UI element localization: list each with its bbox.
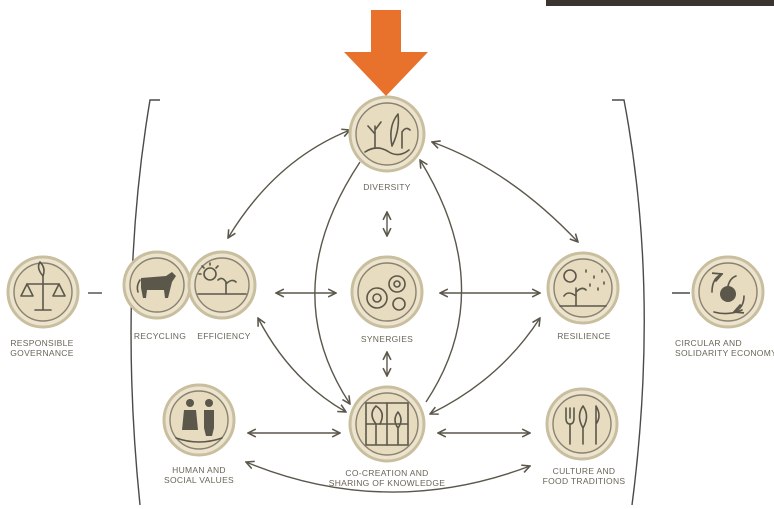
people-icon	[175, 399, 223, 443]
node-label-line: CIRCULAR AND	[675, 338, 742, 348]
node-label: SYNERGIES	[361, 334, 413, 344]
node-recycling: RECYCLING	[122, 250, 192, 341]
node-label-line: HUMAN AND	[172, 465, 226, 475]
connectors	[228, 130, 578, 493]
connector-cocreation-diversity-right	[420, 160, 463, 403]
node-label-line: SOCIAL VALUES	[164, 475, 234, 485]
node-label-line: RESILIENCE	[557, 331, 611, 341]
node-synergies: SYNERGIES	[350, 255, 424, 344]
right-bracket	[612, 99, 645, 506]
node-label-line: EFFICIENCY	[197, 331, 251, 341]
gears-icon	[366, 275, 406, 311]
node-label-line: FOOD TRADITIONS	[543, 476, 626, 486]
connector-diversity-recycling	[228, 130, 350, 238]
cow-icon	[136, 272, 176, 298]
node-diversity: DIVERSITY	[348, 95, 426, 192]
tree-icon	[365, 402, 409, 446]
connector-diversity-resilience	[432, 142, 578, 242]
rain-plant-icon	[559, 269, 607, 307]
arrow-down-icon	[344, 10, 428, 96]
node-label-line: SYNERGIES	[361, 334, 413, 344]
cutlery-icon	[565, 405, 600, 445]
sun-sprout-icon	[197, 262, 247, 295]
node-label: RESILIENCE	[557, 331, 611, 341]
node-label-line: RESPONSIBLE	[10, 338, 73, 348]
plants-icon	[364, 113, 411, 156]
scales-icon	[20, 261, 66, 311]
node-label-line: SOLIDARITY ECONOMY	[675, 348, 774, 358]
node-label-line: SHARING OF KNOWLEDGE	[329, 478, 446, 488]
node-label-line: RECYCLING	[134, 331, 186, 341]
node-label: DIVERSITY	[363, 182, 411, 192]
node-label: RECYCLING	[134, 331, 186, 341]
apple-cycle-icon	[711, 274, 745, 315]
connector-cocreation-resilience	[430, 318, 540, 414]
node-label: EFFICIENCY	[197, 331, 251, 341]
node-label-line: GOVERNANCE	[10, 348, 73, 358]
node-label-line: DIVERSITY	[363, 182, 411, 192]
photo-strip	[546, 0, 774, 6]
node-resilience: RESILIENCE	[546, 251, 620, 341]
node-label-line: CO-CREATION AND	[345, 468, 428, 478]
connector-human-culture	[246, 462, 530, 493]
node-efficiency: EFFICIENCY	[187, 250, 257, 341]
connector-efficiency-cocreation	[258, 318, 346, 412]
node-label-line: CULTURE AND	[553, 466, 616, 476]
